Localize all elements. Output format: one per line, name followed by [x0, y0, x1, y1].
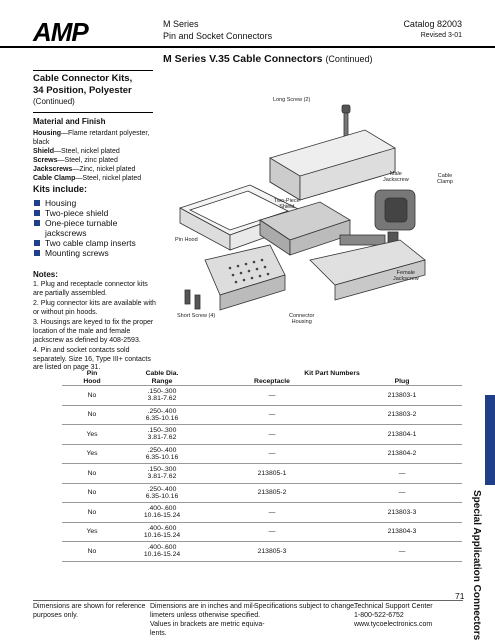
- amp-logo: AMP: [33, 17, 89, 47]
- two-piece-shield-drawing: [259, 201, 351, 256]
- col-pin: Pin: [86, 370, 98, 377]
- kit-heading-2: 34 Position, Polyester: [33, 85, 132, 96]
- kit-item: Mounting screws: [33, 248, 163, 258]
- note: 3. Housings are keyed to fix the proper …: [33, 319, 154, 344]
- kits-heading: Kits include:: [33, 184, 88, 194]
- footer-rule: [33, 600, 463, 601]
- sidebar-rule-2: [33, 112, 153, 113]
- kits-list: Housing Two-piece shield One-piece turna…: [33, 198, 163, 258]
- label-pin-hood: Pin Hood: [175, 237, 198, 243]
- material-item: Housing—Flame retardant polyester,: [33, 130, 150, 137]
- upper-housing-drawing: [269, 129, 396, 201]
- page-number: 71: [455, 591, 465, 601]
- kit-item: Two-piece shield: [33, 208, 163, 218]
- footer-col-3: Specifications subject to change.: [254, 603, 356, 610]
- cable-clamp-drawing: [374, 189, 416, 231]
- table-header-row-2: Hood Range Receptacle Plug: [62, 378, 462, 386]
- label-long-screw: Long Screw (2): [273, 97, 311, 103]
- material-item: Cable Clamp—Steel, nickel plated: [33, 175, 142, 182]
- catalog-number: Catalog 82003: [403, 19, 462, 29]
- pin-dots: [228, 258, 270, 284]
- kit-item: One-piece turnable: [33, 218, 163, 228]
- material-heading: Material and Finish: [33, 117, 106, 126]
- series-subtitle: Pin and Socket Connectors: [163, 31, 273, 41]
- short-screws-drawing: [184, 289, 201, 310]
- col-hood: Hood: [83, 377, 101, 385]
- exploded-connector-figure: [178, 104, 426, 311]
- footer-col-2: Dimensions are in inches and mil-limeter…: [150, 603, 265, 637]
- header-rule: [0, 46, 495, 48]
- col-receptacle: Receptacle: [254, 377, 290, 385]
- material-item: Shield—Steel, nickel plated: [33, 148, 120, 155]
- page-title: M Series V.35 Cable Connectors (Continue…: [163, 53, 373, 65]
- sidebar-heading: Cable Connector Kits, 34 Position, Polye…: [33, 73, 158, 107]
- note: 4. Pin and socket contacts sold separate…: [33, 347, 151, 372]
- sidebar-rule: [33, 70, 153, 71]
- material-item: Screws—Steel, zinc plated: [33, 157, 118, 164]
- kit-item: Housing: [33, 198, 163, 208]
- notes: 1. Plug and receptacle connector kits ar…: [33, 281, 158, 375]
- col-range: Range: [151, 377, 173, 385]
- kit-heading-cont: (Continued): [33, 97, 75, 106]
- col-cable: Cable Dia.: [145, 370, 179, 377]
- notes-heading: Notes:: [33, 270, 58, 279]
- table-header-row-1: Pin Cable Dia. Kit Part Numbers: [62, 370, 462, 378]
- material-list: Housing—Flame retardant polyester, black…: [33, 129, 153, 183]
- revision: Revised 3-01: [420, 32, 462, 39]
- section-tab: [485, 395, 495, 485]
- lower-shield-drawing: [309, 239, 426, 301]
- catalog-info: Catalog 82003 Revised 3-01: [403, 18, 462, 42]
- kit-item-cont: jackscrews: [45, 228, 87, 238]
- material-item: Jackscrews—Zinc, nickel plated: [33, 166, 136, 173]
- col-kit-part-numbers: Kit Part Numbers: [304, 370, 360, 377]
- connector-housing-drawing: [204, 244, 286, 311]
- material-item: black: [33, 139, 50, 146]
- note: 2. Plug connector kits are available wit…: [33, 300, 156, 316]
- series-header: M Series Pin and Socket Connectors: [163, 18, 272, 42]
- series-name: M Series: [163, 19, 199, 29]
- kit-part-numbers-table: Pin Cable Dia. Kit Part Numbers Hood Ran…: [62, 370, 462, 562]
- kit-heading-1: Cable Connector Kits,: [33, 73, 133, 84]
- note: 1. Plug and receptacle connector kits ar…: [33, 281, 148, 297]
- label-short-screw: Short Screw (4): [177, 313, 216, 319]
- col-plug: Plug: [394, 377, 410, 385]
- kit-item: Two cable clamp inserts: [33, 238, 163, 248]
